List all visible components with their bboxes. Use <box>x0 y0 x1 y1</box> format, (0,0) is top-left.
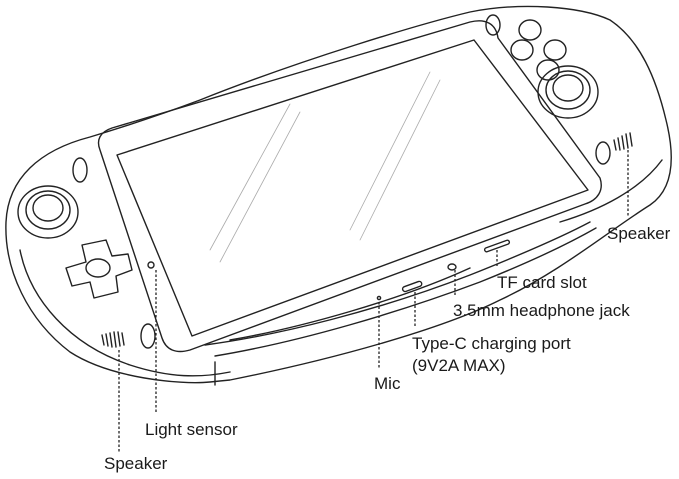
label-headphone-jack: 3.5mm headphone jack <box>453 301 630 320</box>
screen-display <box>116 39 589 337</box>
body-contour <box>19 249 231 377</box>
body-contour-right <box>559 159 663 223</box>
face-buttons <box>510 19 567 81</box>
lower-rail-inner <box>214 227 597 357</box>
left-joystick <box>17 185 79 239</box>
right-top-button <box>485 14 501 36</box>
left-speaker-grille <box>101 331 125 348</box>
tf-card-slot <box>483 239 511 253</box>
label-mic: Mic <box>374 374 401 393</box>
type-c-port <box>401 280 423 293</box>
left-menu-button <box>72 157 88 183</box>
right-speaker-grille <box>613 132 633 151</box>
screen-bezel <box>97 20 602 353</box>
label-type-c-line2: (9V2A MAX) <box>412 356 506 375</box>
dpad <box>65 239 133 299</box>
label-light-sensor: Light sensor <box>145 420 238 439</box>
label-speaker-left: Speaker <box>104 454 168 473</box>
right-menu-button <box>595 141 611 165</box>
right-joystick <box>537 65 599 119</box>
console-body-outline <box>5 5 672 384</box>
label-speaker-right: Speaker <box>607 224 671 243</box>
label-type-c-line1: Type-C charging port <box>412 334 571 353</box>
label-tf-card-slot: TF card slot <box>497 273 587 292</box>
light-sensor-dot <box>147 261 155 269</box>
mic-hole <box>376 295 382 301</box>
lower-rail <box>204 221 591 346</box>
screen-glare <box>209 71 441 263</box>
left-lower-button <box>140 323 156 349</box>
headphone-jack <box>447 263 457 271</box>
bottom-edge <box>214 267 471 386</box>
